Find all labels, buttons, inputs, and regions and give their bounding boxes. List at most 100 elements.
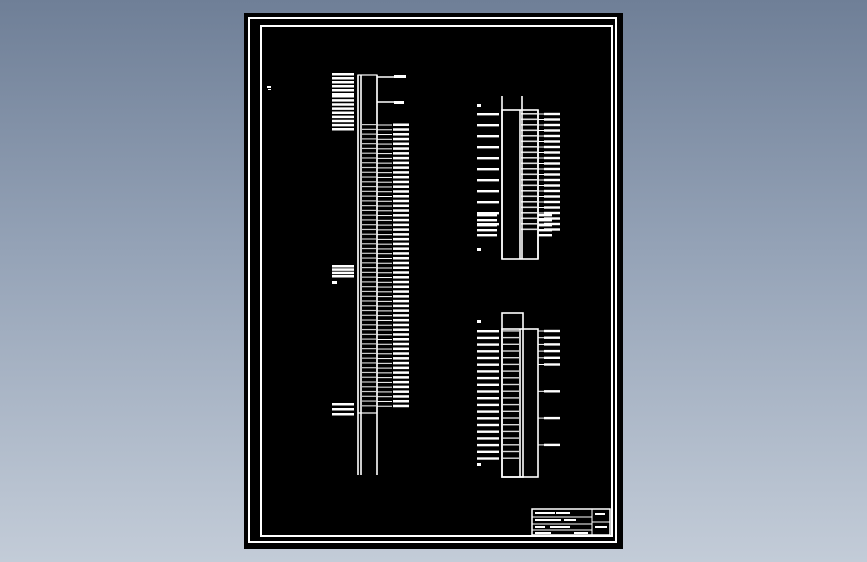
left-label-mark [332,265,354,268]
left-label-mark [477,219,497,222]
left-label-mark [332,408,354,411]
terminal-number-mark [503,403,519,406]
terminal-number-mark [362,185,376,188]
terminal-label-mark [393,233,409,236]
title-block-mark [574,532,588,534]
terminal-label-mark [393,161,409,165]
terminal-label-mark [393,309,409,312]
terminal-number-mark [362,176,376,178]
left-label-mark [332,115,354,119]
terminal-label-mark [393,123,409,126]
terminal-number-mark [521,135,537,137]
terminal-label-mark [393,390,409,393]
left-label-mark [477,356,499,360]
terminal-label-mark [544,167,560,171]
terminal-number-mark [362,295,376,297]
left-label-mark [477,443,499,447]
terminal-number-mark [362,152,376,154]
terminal-number-mark [503,430,519,433]
terminal-label-mark [393,175,409,179]
terminal-label-mark [538,214,552,217]
terminal-number-mark [503,350,519,352]
left-label-mark [332,128,354,131]
terminal-number-mark [362,400,376,402]
left-label-mark [332,107,354,110]
terminal-number-mark [362,324,376,326]
corner-mark [267,86,271,90]
terminal-label-mark [393,214,409,217]
terminal-number-mark [521,129,537,132]
terminal-number-mark [503,424,519,426]
strip-tag-mark [477,104,481,107]
left-label-mark [332,89,354,92]
terminal-number-mark [521,228,537,231]
terminal-label-mark [393,366,409,370]
left-label-mark [332,403,354,406]
terminal-label-mark [544,195,560,198]
terminal-number-mark [362,133,376,135]
left-label-mark [477,410,499,413]
terminal-number-mark [521,162,537,165]
terminal-number-mark [503,450,519,453]
terminal-number-mark [503,390,519,392]
terminal-number-mark [362,319,376,321]
terminal-number-mark [362,243,376,245]
terminal-number-mark [362,124,376,126]
left-label-mark [332,99,354,102]
left-label-mark [332,413,354,416]
terminal-number-mark [362,309,376,312]
terminal-label-mark [393,137,409,141]
terminal-label-mark [544,390,560,393]
terminal-number-mark [362,371,376,374]
title-block-mark [535,519,561,521]
terminal-label-mark [544,329,560,333]
terminal-number-mark [362,233,376,235]
terminal-label-mark [393,204,409,208]
terminal-number-mark [362,300,376,302]
terminal-label-mark [393,404,409,408]
upper-right-strip-terminal-rows [477,104,560,251]
terminal-number-mark [362,281,376,283]
left-label-mark [477,457,499,460]
terminal-number-mark [362,267,376,269]
terminal-number-mark [362,190,376,192]
terminal-number-mark [362,252,376,254]
left-label-mark [477,383,499,386]
terminal-label-mark [544,349,560,353]
left-label-mark [477,376,499,380]
terminal-number-mark [503,336,519,339]
terminal-label-mark [393,357,409,360]
terminal-label-mark [393,399,409,403]
terminal-number-mark [362,200,376,202]
title-block-mark [535,532,551,534]
terminal-number-mark [362,352,376,354]
terminal-number-mark [362,147,376,150]
terminal-number-mark [362,157,376,159]
terminal-label-mark [544,178,560,182]
left-label-mark [477,363,499,366]
terminal-number-mark [362,381,376,383]
terminal-number-mark [362,162,376,164]
terminal-label-mark [393,347,409,351]
terminal-number-mark [362,171,376,173]
terminal-label-mark [538,219,552,222]
terminal-label-mark [393,342,409,346]
terminal-number-mark [362,262,376,264]
title-block-mark [556,512,570,514]
terminal-number-mark [521,140,537,143]
terminal-number-mark [362,348,376,350]
terminal-label-mark [393,199,409,203]
left-label-mark [332,77,354,80]
terminal-number-mark [521,217,537,220]
terminal-label-mark [544,200,560,204]
terminal-label-mark [544,156,560,160]
left-label-mark [477,343,499,346]
terminal-number-mark [362,286,376,288]
cluster-label-mark [332,281,337,284]
terminal-number-mark [362,357,376,359]
title-block [531,508,611,536]
terminal-label-mark [393,338,409,341]
terminal-number-mark [521,118,537,121]
terminal-label-mark [544,129,560,132]
sheet-inner-frame [260,25,613,537]
